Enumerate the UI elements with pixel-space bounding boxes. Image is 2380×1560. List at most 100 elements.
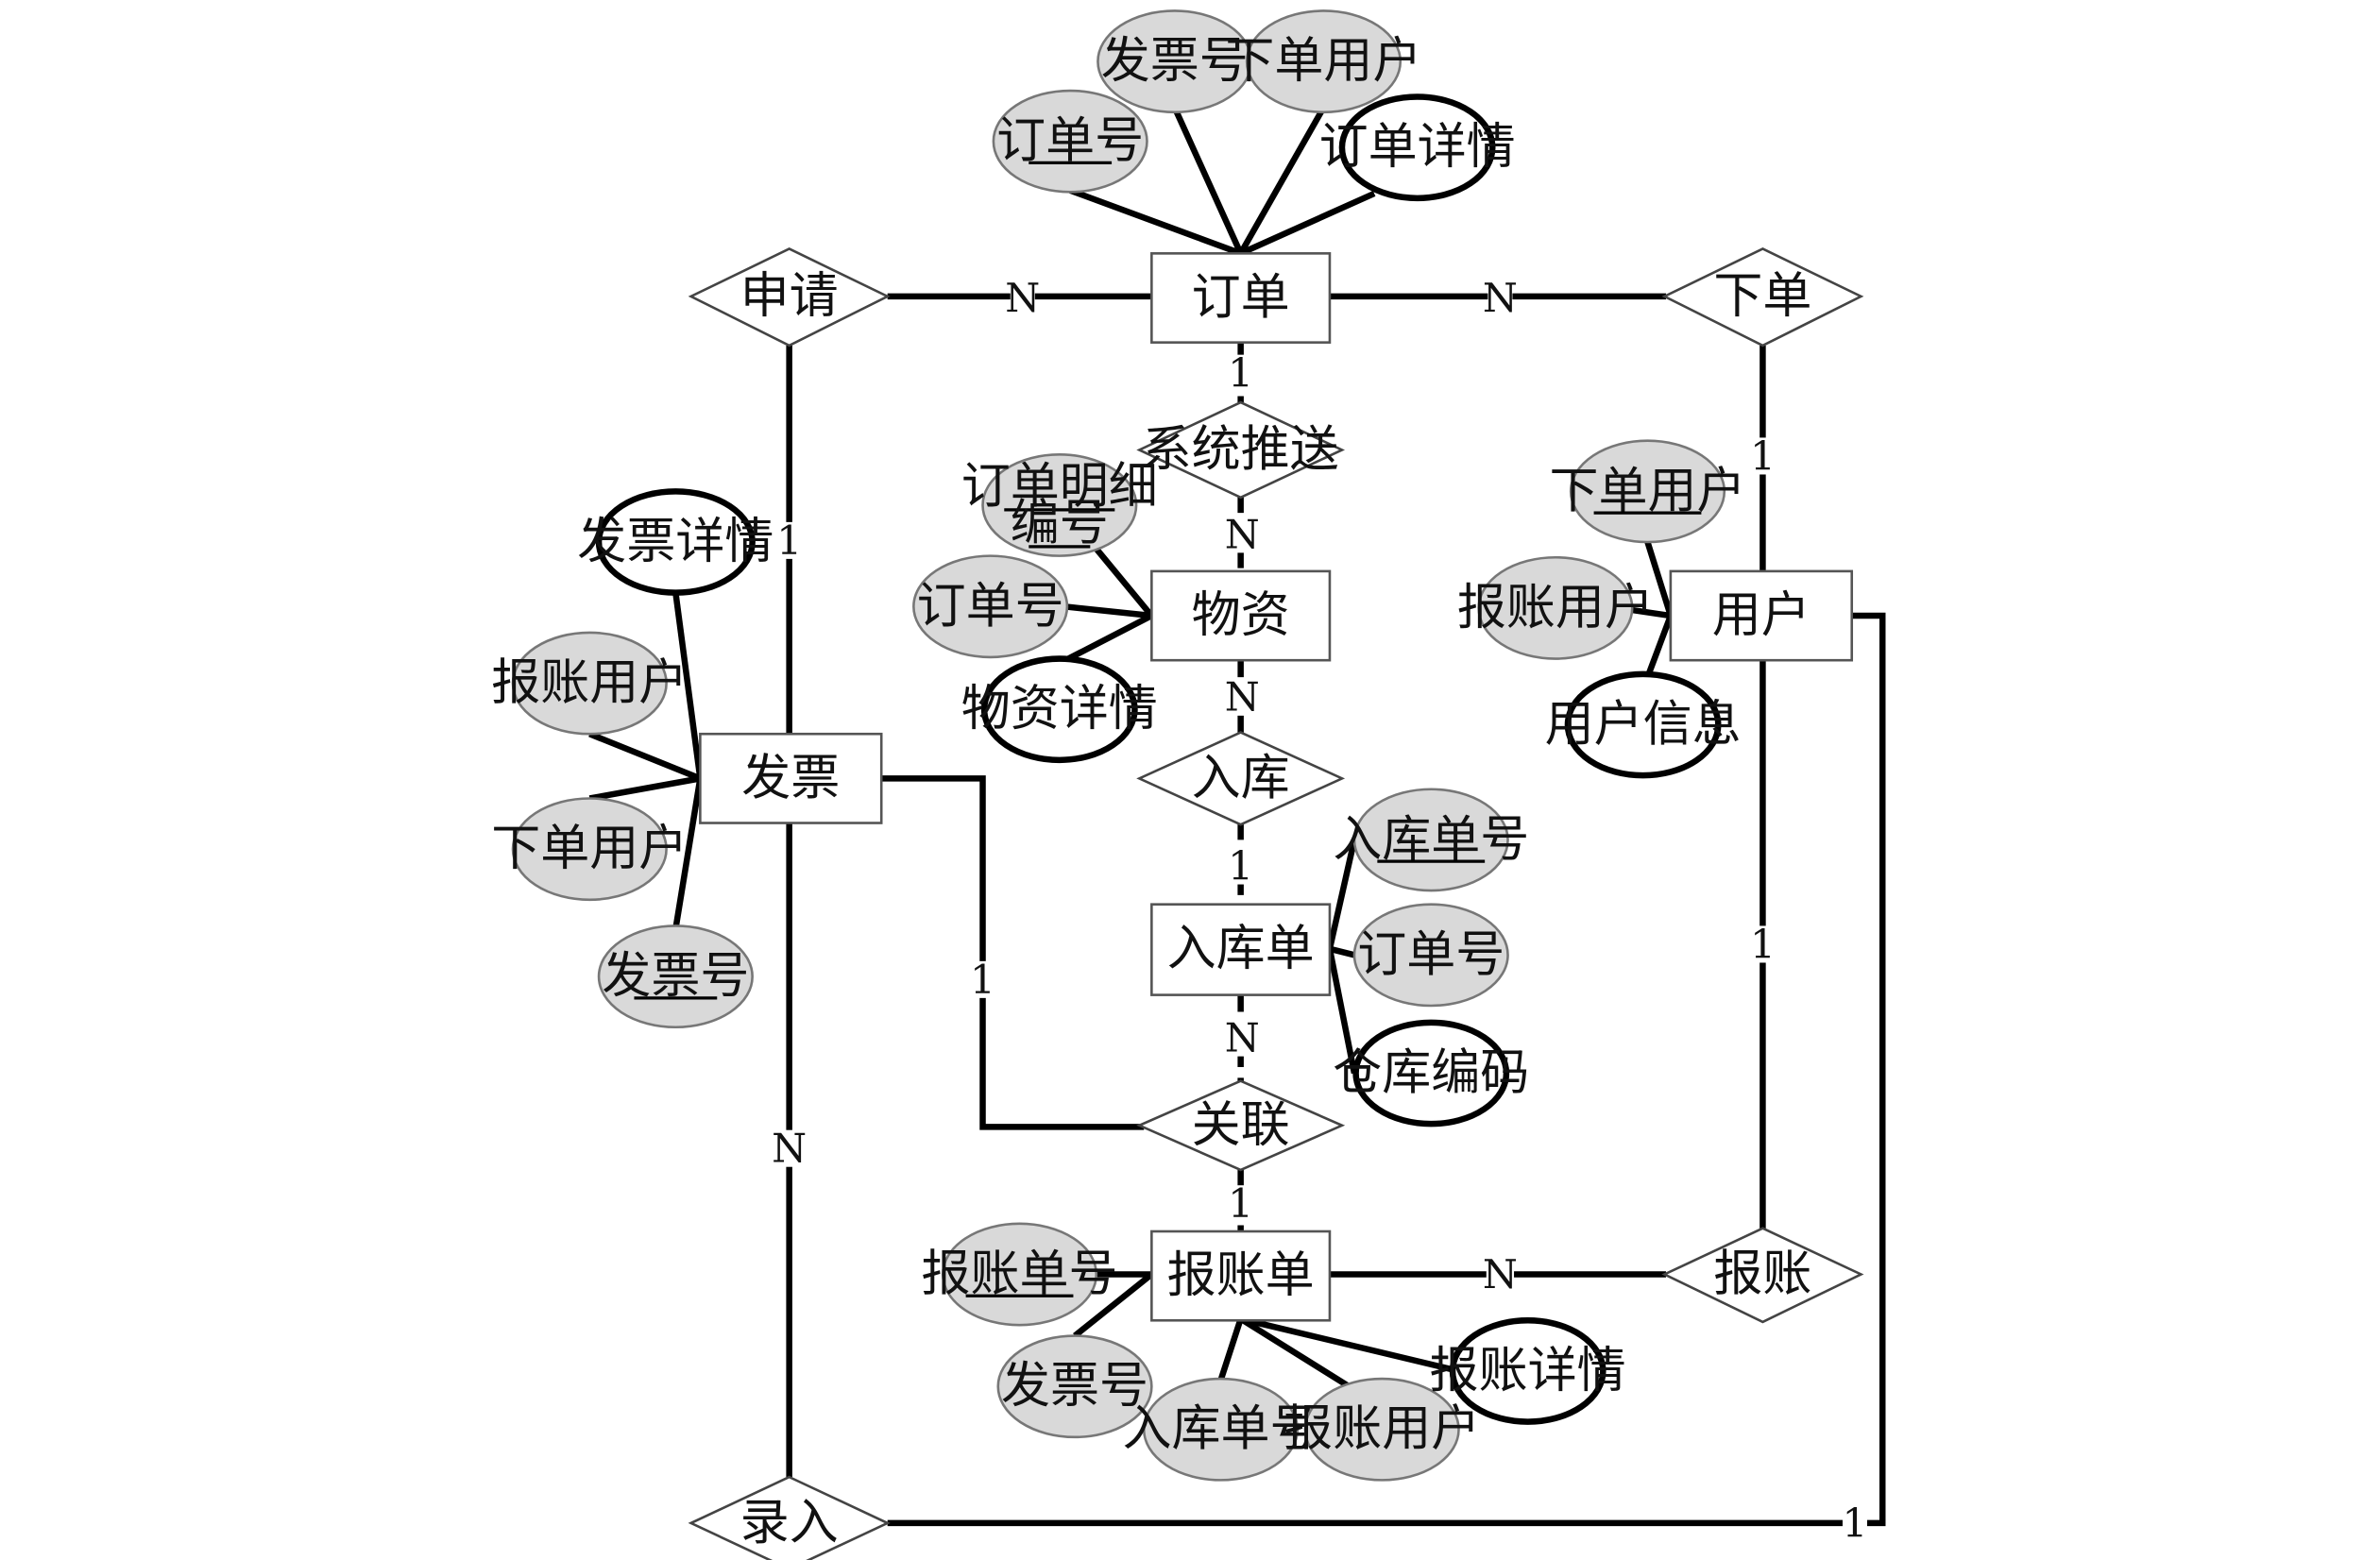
svg-text:N: N [1483,1251,1518,1297]
entity-material[interactable]: 物资 [1150,569,1332,662]
attr-edge-reimb-recno [1217,1317,1244,1382]
svg-text:用户信息: 用户信息 [1545,696,1742,753]
attr-edge-reimb-detail [1239,1315,1454,1373]
attr-edge-inv-no [672,777,704,930]
svg-text:报账用户: 报账用户 [491,655,688,712]
svg-text:仓库编码: 仓库编码 [1333,1045,1529,1102]
entity-order[interactable]: 订单 [1150,252,1332,344]
attr-invoice-detail[interactable]: 发票详情 [577,488,774,596]
entity-invoice[interactable]: 发票 [699,732,883,824]
attr-reimb-detail[interactable]: 报账详情 [1430,1317,1626,1425]
attr-invoice-no[interactable]: 发票号 [597,924,754,1029]
attr-material-order-no[interactable]: 订单号 [912,554,1069,659]
svg-text:N: N [1225,1015,1260,1061]
attr-invoice-reimb-user[interactable]: 报账用户 [491,631,688,736]
attr-edge-rec-no [1326,839,1358,950]
card-link-reimb: 1 [1228,1180,1253,1227]
attr-order-user[interactable]: 下单用户 [1225,9,1421,114]
rel-system-push[interactable]: 系统推送 [1136,400,1346,500]
attr-edge-mat-orderno [1063,603,1152,619]
card-stockin-receipt: 1 [1228,843,1253,890]
rel-stock-in[interactable]: 入库 [1136,731,1346,826]
svg-text:1: 1 [1228,350,1253,397]
attr-edge-rec-warehouse [1326,948,1358,1075]
svg-text:1: 1 [1228,1180,1253,1227]
attr-material-detail-no[interactable]: 订单明细 编号 [961,453,1158,557]
attr-edge-inv-reimbuser [588,731,702,782]
svg-text:报账详情: 报账详情 [1430,1343,1626,1399]
attr-receipt-order-no[interactable]: 订单号 [1352,903,1509,1008]
attr-edge-user-info [1644,614,1674,679]
attr-user-reimb-user[interactable]: 报账用户 [1457,555,1654,660]
relationships: 申请 下单 系统推送 入库 关联 报账 录入 [688,247,1864,1560]
svg-text:报账用户: 报账用户 [1457,580,1654,636]
attr-edge-order-no [1069,187,1242,257]
attr-reimb-invoice-no[interactable]: 发票号 [996,1334,1153,1439]
rel-place-order[interactable]: 下单 [1661,247,1864,348]
svg-text:报账单号: 报账单号 [922,1246,1118,1303]
attr-edge-invoice-no [1171,106,1244,255]
rel-reimburse[interactable]: 报账 [1661,1227,1864,1324]
card-invoice-link: 1 [970,957,995,1003]
attr-reimb-user[interactable]: 报账用户 [1284,1377,1480,1482]
rel-apply[interactable]: 申请 [688,247,891,348]
attr-order-invoice-no[interactable]: 发票号 [1096,9,1253,114]
attr-receipt-warehouse[interactable]: 仓库编码 [1333,1019,1529,1128]
attributes: 订单号 发票号 下单用户 订单详情 订单明细 编号 订单号 [491,9,1746,1482]
svg-text:用户: 用户 [1712,587,1810,644]
card-push-material: N [1225,511,1260,557]
svg-text:系统推送: 系统推送 [1143,421,1339,478]
svg-text:入库单号: 入库单号 [1333,811,1529,868]
svg-text:物资详情: 物资详情 [961,681,1158,738]
attr-reimb-no[interactable]: 报账单号 [922,1222,1118,1327]
attr-edge-user-orderuser [1644,541,1674,618]
attr-order-detail[interactable]: 订单详情 [1319,93,1516,202]
svg-text:报账单: 报账单 [1167,1247,1315,1304]
attr-edge-inv-detail [672,592,704,779]
attr-invoice-order-user[interactable]: 下单用户 [491,797,688,902]
card-reimb-reimburse: N [1483,1251,1518,1297]
card-receipt-link: N [1225,1015,1260,1061]
entity-reimbursement[interactable]: 报账单 [1150,1229,1332,1322]
svg-text:订单号: 订单号 [1357,926,1504,983]
svg-text:申请: 申请 [740,268,839,325]
svg-text:入库: 入库 [1192,750,1290,806]
rel-link[interactable]: 关联 [1136,1079,1346,1172]
svg-text:关联: 关联 [1192,1097,1290,1154]
entity-user[interactable]: 用户 [1669,569,1854,662]
attr-user-info[interactable]: 用户信息 [1545,670,1742,779]
attr-edge-mat-detail [1058,613,1153,667]
attr-edge-order-detail [1239,190,1376,257]
svg-text:编号: 编号 [1011,495,1109,551]
card-material-stockin: N [1225,674,1260,721]
svg-text:N: N [1483,275,1518,321]
card-place-user: 1 [1750,432,1776,479]
attr-edge-rec-orderno [1329,945,1355,958]
attr-user-order-user[interactable]: 下单用户 [1549,439,1746,544]
entity-receipt[interactable]: 入库单 [1150,903,1332,996]
card-apply-order: N [1005,275,1040,321]
svg-text:1: 1 [970,957,995,1003]
attr-receipt-no[interactable]: 入库单号 [1333,788,1529,892]
svg-text:下单: 下单 [1713,268,1811,325]
svg-text:1: 1 [776,517,802,564]
svg-text:发票号: 发票号 [1101,33,1249,90]
svg-text:物资: 物资 [1192,587,1290,644]
svg-text:1: 1 [1228,843,1253,890]
svg-text:1: 1 [1843,1500,1868,1546]
attr-edge-reimb-user [1238,1315,1361,1396]
edge-enter-user [887,612,1886,1527]
svg-text:订单: 订单 [1192,269,1290,326]
card-order-place: N [1483,275,1518,321]
attr-order-no[interactable]: 订单号 [992,89,1148,194]
svg-text:N: N [1225,674,1260,721]
attr-material-detail[interactable]: 物资详情 [961,655,1158,764]
attr-reimb-receipt-no[interactable]: 入库单号 [1122,1377,1319,1482]
rel-enter[interactable]: 录入 [688,1475,891,1560]
card-invoice-enter: N [772,1126,807,1172]
svg-text:N: N [772,1126,807,1172]
attr-edge-inv-orderuser [588,775,701,802]
svg-text:发票: 发票 [741,750,840,806]
svg-text:订单号: 订单号 [996,113,1144,170]
